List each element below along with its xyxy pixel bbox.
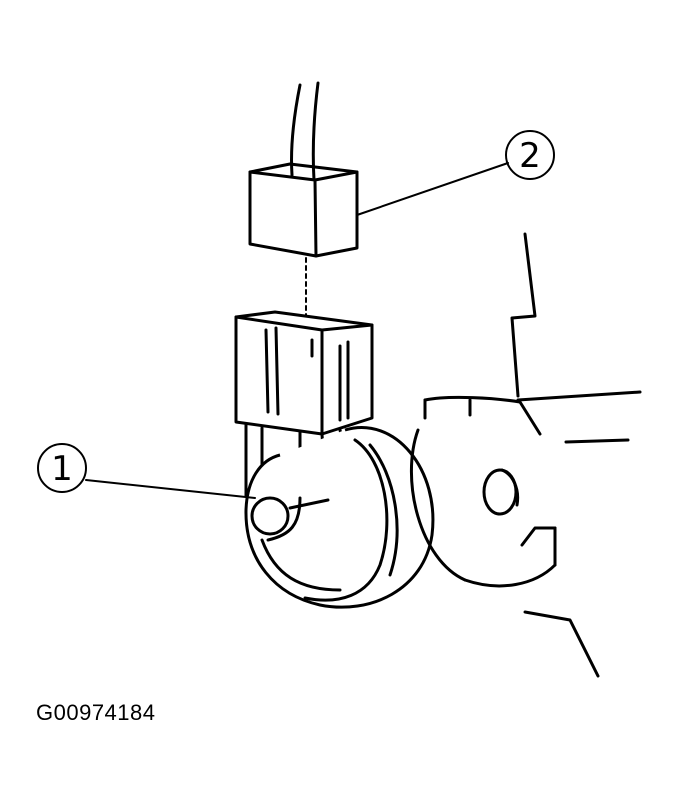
svg-text:2: 2 <box>519 136 541 176</box>
callout-2: 2 <box>505 130 555 180</box>
mounting-flange <box>410 395 557 588</box>
leader-line-2 <box>356 162 509 216</box>
leader-line-1 <box>85 479 256 499</box>
wire <box>289 81 320 182</box>
figure-id: G00974184 <box>36 700 156 725</box>
sensor-housing <box>244 426 435 609</box>
sensor-socket <box>234 310 374 436</box>
electrical-connector <box>248 162 359 258</box>
callout-1: 1 <box>37 443 87 493</box>
svg-text:1: 1 <box>51 449 73 489</box>
engine-block-outline <box>510 232 642 678</box>
